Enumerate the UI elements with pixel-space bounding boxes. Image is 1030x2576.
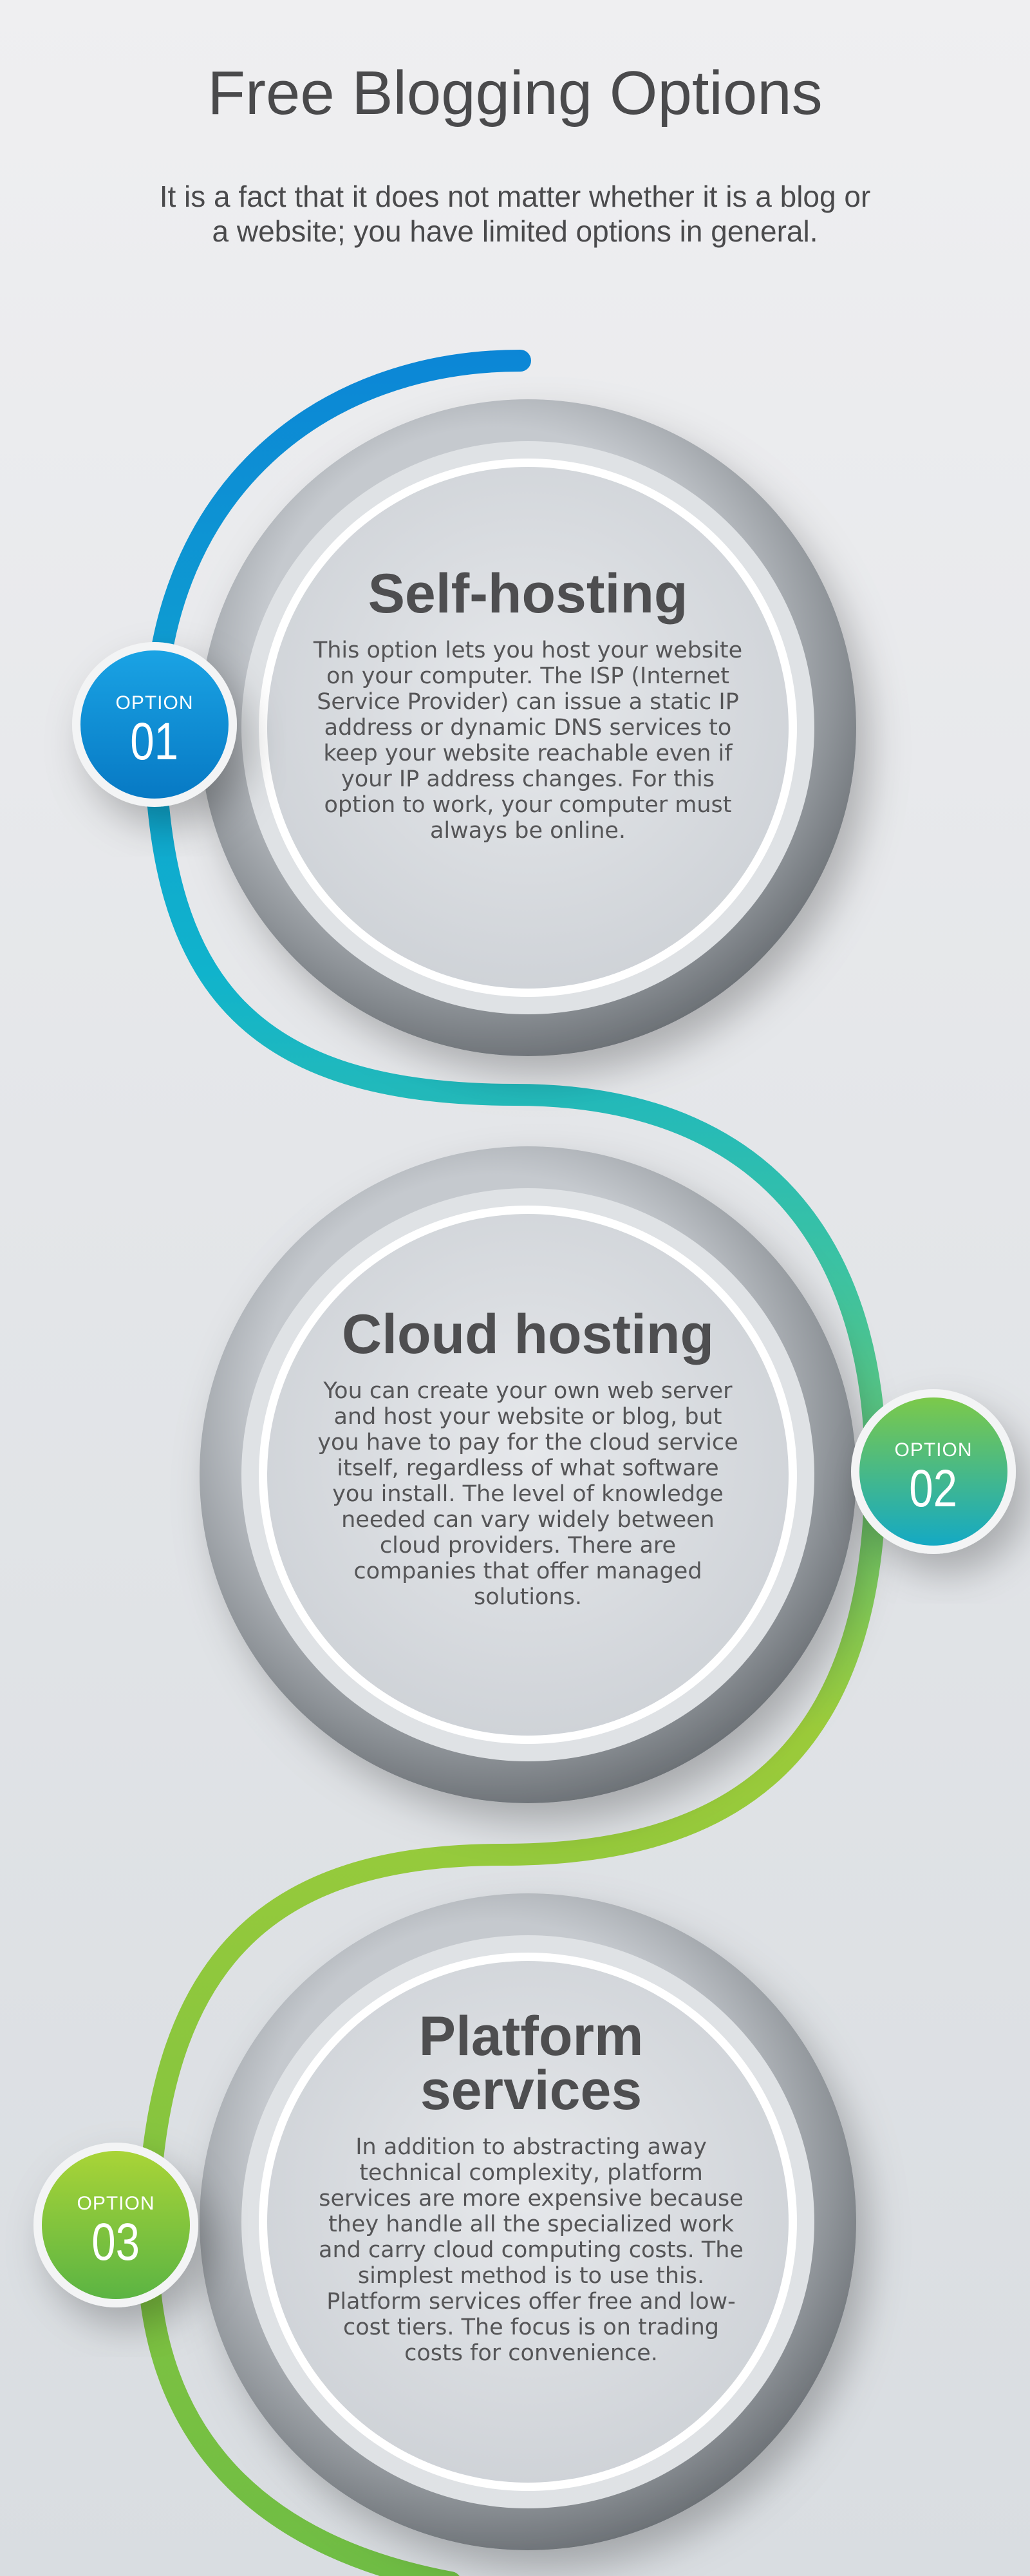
page-subtitle: It is a fact that it does not matter whe…: [159, 180, 871, 248]
option-title: Self-hosting: [368, 563, 688, 625]
option-description: In addition to abstracting away technica…: [319, 2134, 744, 2366]
option-badge-03: OPTION 03: [35, 2145, 196, 2306]
option-card-cloud-hosting: Cloud hosting You can create your own we…: [315, 1307, 740, 1610]
badge-label: OPTION: [115, 692, 194, 714]
circle-self-hosting: [200, 399, 856, 1056]
option-badge-01: OPTION 01: [74, 644, 235, 805]
option-description: This option lets you host your website o…: [313, 638, 743, 844]
badge-number: 02: [909, 1459, 958, 1518]
option-card-platform-services: Platform services In addition to abstrac…: [319, 2009, 744, 2366]
option-card-self-hosting: Self-hosting This option lets you host y…: [303, 563, 753, 844]
circle-platform-services: [200, 1893, 856, 2550]
option-title: Platform services: [418, 2005, 644, 2121]
option-description: You can create your own web server and h…: [317, 1378, 738, 1610]
option-title: Cloud hosting: [342, 1303, 714, 1365]
badge-number: 03: [91, 2213, 140, 2271]
badge-label: OPTION: [77, 2193, 155, 2214]
option-badge-02: OPTION 02: [853, 1391, 1014, 1552]
badge-label: OPTION: [894, 1439, 973, 1461]
badge-number: 01: [130, 712, 179, 771]
page-title: Free Blogging Options: [207, 59, 823, 128]
circle-cloud-hosting: [200, 1146, 856, 1803]
